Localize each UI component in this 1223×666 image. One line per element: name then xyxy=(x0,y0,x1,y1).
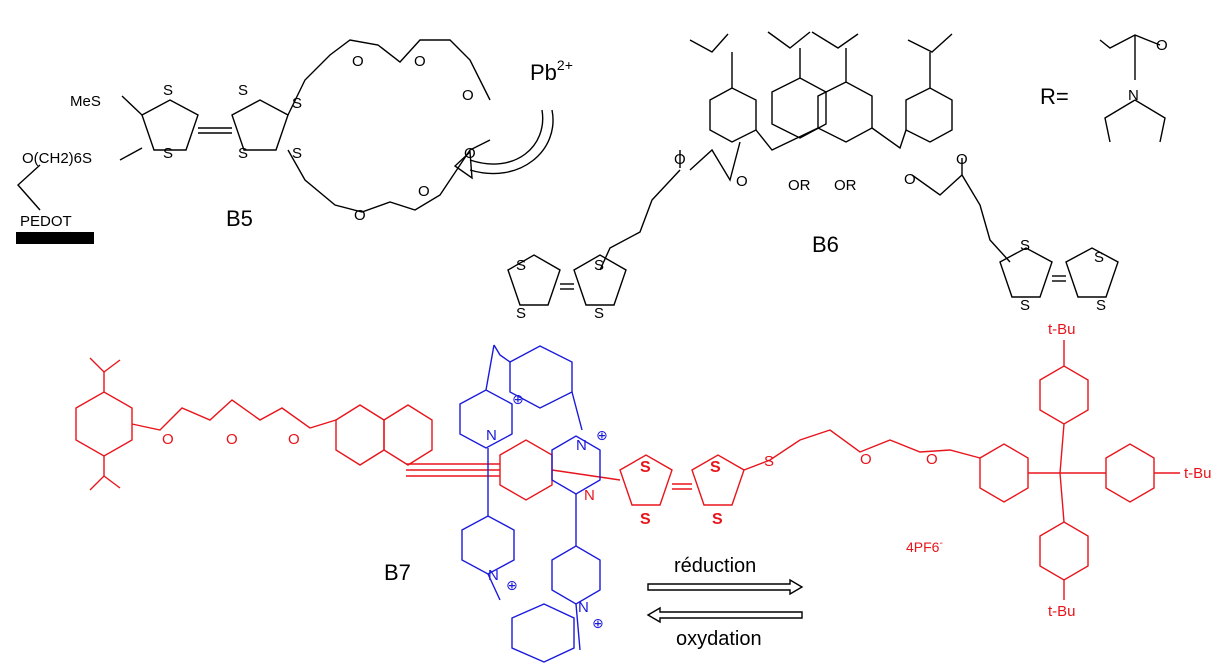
b7-n-atom-4: N xyxy=(578,599,589,616)
b6-o-atom-2: O xyxy=(736,173,748,190)
b6-s-atom-4: S xyxy=(516,305,526,322)
b7-s-atom-4: S xyxy=(712,511,723,528)
b7-plus-3: ⊕ xyxy=(506,577,518,593)
b5-compound-label: B5 xyxy=(226,206,253,231)
b5-o-atom-6: O xyxy=(464,145,476,162)
b7-o-atom-4: O xyxy=(860,451,872,468)
b7-plus-2: ⊕ xyxy=(596,427,608,443)
b7-s-atom-5: S xyxy=(764,453,774,470)
b7-counterion: 4PF6- xyxy=(906,538,943,555)
b5-mes-label: MeS xyxy=(70,93,101,110)
b6-s-atom-3: S xyxy=(516,257,526,274)
b5-s-atom-5: S xyxy=(292,95,302,112)
b6-or-group-1: OR xyxy=(788,177,811,194)
b7-n-atom-red: N xyxy=(584,487,595,504)
b7-host-labels: N ⊕ N ⊕ N ⊕ N ⊕ xyxy=(486,391,608,631)
reduction-label: réduction xyxy=(674,555,756,577)
b5-s-atom-2: S xyxy=(163,145,173,162)
reduction-arrow xyxy=(647,578,804,596)
b7-n-atom-2: N xyxy=(576,437,587,454)
b5-s-atom-4: S xyxy=(238,145,248,162)
b5-s-atom-1: S xyxy=(163,82,173,99)
b7-s-atom-2: S xyxy=(640,511,651,528)
b5-s-atom-6: S xyxy=(292,145,302,162)
b6-or-group-2: OR xyxy=(834,177,857,194)
b7-plus-1: ⊕ xyxy=(512,391,524,407)
b7-o-atom-3: O xyxy=(288,431,300,448)
oxidation-label: oxydation xyxy=(676,628,762,650)
b7-s-atom-1: S xyxy=(640,459,651,476)
b5-o-atom-5: O xyxy=(462,87,474,104)
b6-o-atom-3: O xyxy=(904,171,916,188)
b6-r-n-atom: N xyxy=(1128,87,1139,104)
b7-tbu-right: t-Bu xyxy=(1184,465,1212,482)
oxidation-arrow xyxy=(646,606,803,624)
b7-o-atom-1: O xyxy=(162,431,174,448)
b6-compound-label: B6 xyxy=(812,232,839,257)
b5-linker-label: O(CH2)6S xyxy=(22,150,92,167)
b6-labels: O O OR OR O O S S S S S S S S O N R= B6 xyxy=(516,37,1168,322)
b5-metal-ion: Pb2+ xyxy=(530,57,573,85)
redox-arrows xyxy=(646,578,804,624)
b6-s-atom-2: S xyxy=(594,305,604,322)
b6-s-atom-5: S xyxy=(1020,237,1030,254)
b7-plus-4: ⊕ xyxy=(592,615,604,631)
b5-o-atom-3: O xyxy=(354,207,366,224)
b6-structure xyxy=(507,31,1166,306)
b6-o-atom-4: O xyxy=(956,151,968,168)
b6-s-atom-8: S xyxy=(1096,297,1106,314)
b6-s-atom-1: S xyxy=(594,257,604,274)
b5-polymer-label: PEDOT xyxy=(20,213,72,230)
b6-r-label: R= xyxy=(1040,84,1069,109)
b5-o-atom-4: O xyxy=(418,183,430,200)
b6-s-atom-7: S xyxy=(1094,249,1104,266)
b7-tbu-top: t-Bu xyxy=(1048,321,1076,338)
b5-o-atom-2: O xyxy=(414,53,426,70)
b5-s-atom-3: S xyxy=(238,82,248,99)
b6-s-atom-6: S xyxy=(1020,297,1030,314)
b7-tbu-bottom: t-Bu xyxy=(1048,603,1076,620)
b7-s-atom-3: S xyxy=(710,459,721,476)
b7-o-atom-2: O xyxy=(226,431,238,448)
b6-o-atom-1: O xyxy=(674,151,686,168)
b7-n-atom-3: N xyxy=(488,567,499,584)
b7-guest-labels: O O O S S S S S O O t-Bu t-Bu t-Bu 4PF6- xyxy=(162,321,1212,620)
b7-guest-structure xyxy=(75,340,1180,600)
b7-o-atom-5: O xyxy=(926,451,938,468)
b5-o-atom-1: O xyxy=(352,53,364,70)
b7-compound-label: B7 xyxy=(384,560,411,585)
b5-labels: MeS O(CH2)6S PEDOT S S S S S S O O O O O… xyxy=(20,53,573,231)
b6-r-o-atom: O xyxy=(1156,37,1168,54)
b7-host-structure xyxy=(459,344,601,663)
b7-n-atom-1: N xyxy=(486,427,497,444)
b5-structure xyxy=(16,39,554,244)
